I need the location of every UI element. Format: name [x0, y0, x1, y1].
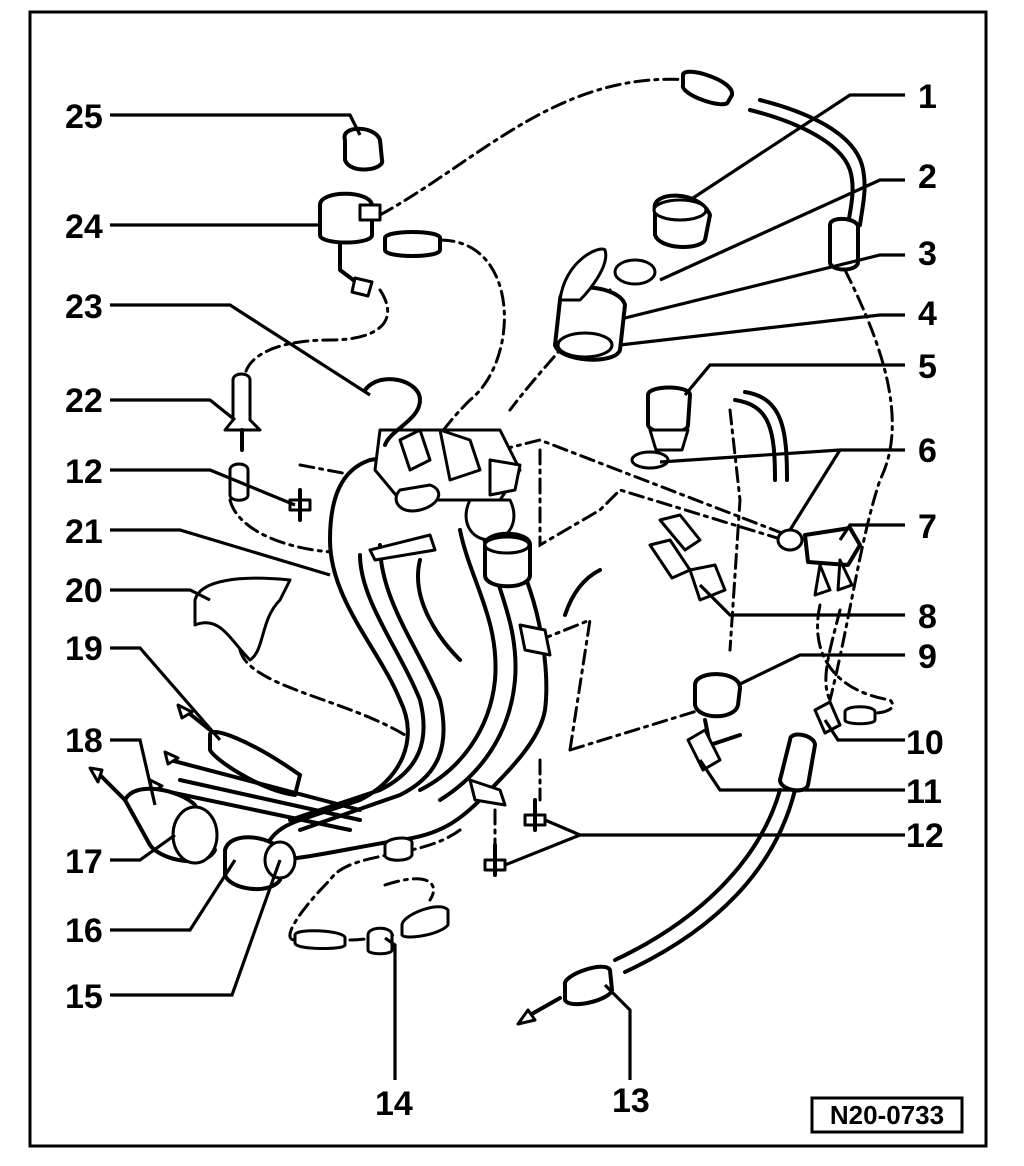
- parts: [88, 69, 877, 1026]
- callout-15: 15: [65, 978, 103, 1016]
- callout-4: 4: [918, 295, 937, 333]
- callout-23: 23: [65, 288, 103, 326]
- callout-20: 20: [65, 572, 103, 610]
- callout-labels: 1 2 3 4 5 6 7 8 9 10 11 12 13 14 15 16 1…: [65, 78, 944, 1123]
- callout-12-right: 12: [906, 817, 944, 855]
- callout-14: 14: [375, 1085, 413, 1123]
- callout-16: 16: [65, 912, 103, 950]
- filler-neck-assembly: [264, 428, 552, 862]
- callout-6: 6: [918, 432, 937, 470]
- reference-code: N20-0733: [830, 1100, 944, 1130]
- callout-21: 21: [65, 513, 103, 551]
- callout-3: 3: [918, 235, 937, 273]
- callout-1: 1: [918, 78, 937, 116]
- callout-18: 18: [65, 722, 103, 760]
- reference-code-box: N20-0733: [810, 1096, 964, 1134]
- diagram-frame: [28, 10, 988, 1148]
- callout-5: 5: [918, 348, 937, 386]
- callout-7: 7: [918, 508, 937, 546]
- callout-13: 13: [612, 1082, 650, 1120]
- leader-lines: [110, 93, 905, 1080]
- callout-24: 24: [65, 208, 103, 246]
- callout-11: 11: [906, 773, 942, 811]
- callout-10: 10: [906, 724, 944, 762]
- callout-19: 19: [65, 630, 103, 668]
- callout-2: 2: [918, 158, 937, 196]
- callout-17: 17: [65, 843, 103, 881]
- callout-8: 8: [918, 598, 937, 636]
- callout-12-left: 12: [65, 453, 103, 491]
- callout-22: 22: [65, 382, 103, 420]
- callout-25: 25: [65, 98, 103, 136]
- callout-9: 9: [918, 638, 937, 676]
